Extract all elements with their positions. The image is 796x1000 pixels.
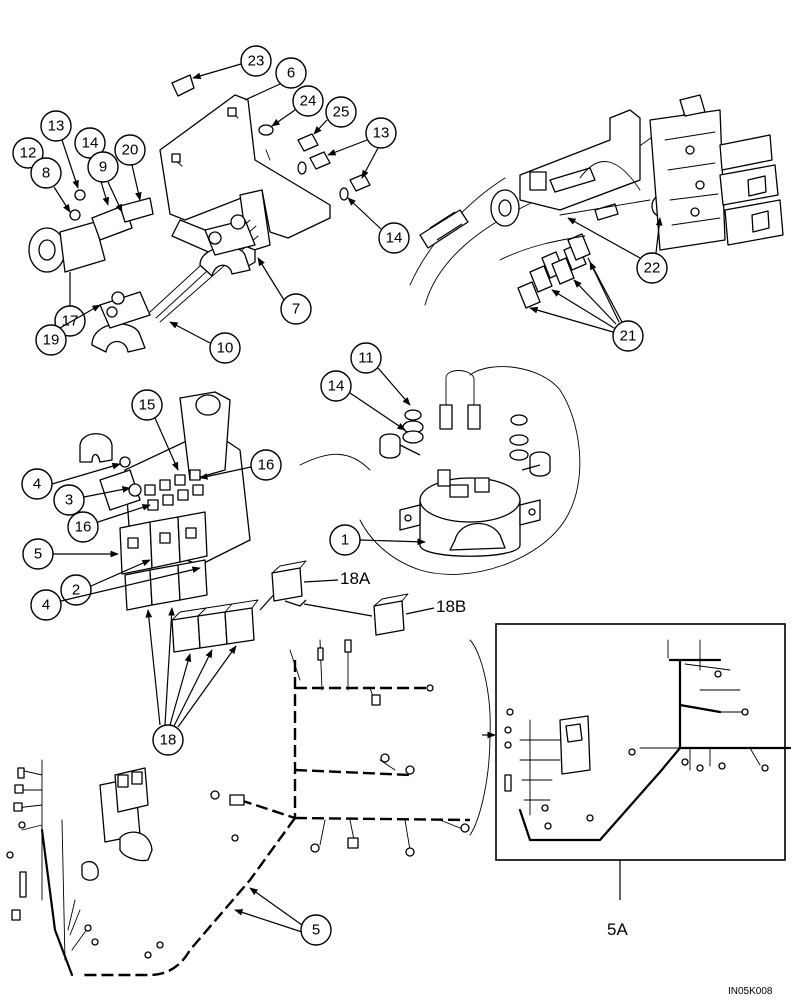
svg-text:14: 14: [386, 230, 403, 247]
svg-text:19: 19: [43, 332, 60, 349]
callout-8: 8: [30, 157, 62, 189]
label-5a: 5A: [607, 920, 628, 939]
callout-2: 2: [60, 574, 92, 606]
callout-5-top: 5: [22, 538, 54, 570]
svg-text:16: 16: [75, 519, 92, 536]
callout-20: 20: [114, 134, 146, 166]
callout-1: 1: [329, 524, 361, 556]
relay-18b: [373, 593, 409, 636]
svg-text:2: 2: [72, 582, 80, 599]
svg-text:9: 9: [99, 159, 107, 176]
svg-text:12: 12: [20, 145, 37, 162]
svg-text:20: 20: [122, 142, 139, 159]
callout-19: 19: [35, 324, 67, 356]
wiring-harness: [6, 639, 471, 977]
solenoid-detail: [299, 366, 581, 575]
callout-14-left: 14: [74, 127, 106, 159]
callout-25: 25: [325, 96, 357, 128]
label-18a: 18A: [340, 569, 371, 588]
callout-21: 21: [612, 320, 644, 352]
svg-text:4: 4: [42, 597, 50, 614]
callout-13-right: 13: [365, 117, 397, 149]
callout-18: 18: [152, 724, 184, 756]
callout-15: 15: [131, 389, 163, 421]
callout-13-left: 13: [40, 110, 72, 142]
svg-text:18: 18: [160, 732, 177, 749]
callout-23: 23: [240, 45, 272, 77]
svg-text:16: 16: [258, 457, 275, 474]
svg-text:14: 14: [328, 378, 345, 395]
bracket-assembly: [28, 74, 371, 353]
callout-6: 6: [275, 57, 307, 89]
callout-14-right: 14: [378, 222, 410, 254]
figure-reference: IN05K008: [728, 986, 773, 997]
callout-4-top: 4: [21, 468, 53, 500]
svg-text:6: 6: [287, 65, 295, 82]
callout-10: 10: [209, 332, 241, 364]
callout-16-right: 16: [250, 449, 282, 481]
svg-text:22: 22: [644, 260, 661, 277]
svg-text:8: 8: [42, 165, 50, 182]
callout-3: 3: [53, 484, 85, 516]
svg-text:5: 5: [34, 546, 42, 563]
svg-text:25: 25: [333, 104, 350, 121]
svg-text:17: 17: [62, 313, 79, 330]
callout-14-mid: 14: [320, 370, 352, 402]
svg-text:21: 21: [620, 328, 637, 345]
svg-text:5: 5: [312, 922, 320, 939]
svg-text:4: 4: [33, 476, 41, 493]
callout-4-bottom: 4: [30, 589, 62, 621]
svg-text:24: 24: [300, 93, 317, 110]
callout-7: 7: [280, 293, 312, 325]
svg-text:23: 23: [248, 53, 265, 70]
svg-text:14: 14: [82, 135, 99, 152]
callout-11: 11: [350, 342, 382, 374]
fuse-group: [499, 233, 591, 309]
svg-text:3: 3: [65, 492, 73, 509]
callout-12: 12: [12, 137, 44, 169]
callout-24: 24: [292, 85, 324, 117]
detail-5a-box: [495, 623, 792, 861]
svg-text:7: 7: [292, 301, 300, 318]
svg-text:13: 13: [48, 118, 65, 135]
svg-text:1: 1: [341, 532, 349, 549]
svg-text:10: 10: [217, 340, 234, 357]
relay-18a: [271, 560, 307, 607]
callout-16-left: 16: [67, 511, 99, 543]
relay-panel: [79, 391, 259, 653]
callout-9: 9: [87, 151, 119, 183]
installed-view: [409, 94, 784, 309]
svg-text:11: 11: [358, 350, 374, 367]
callout-22: 22: [636, 252, 668, 284]
svg-text:13: 13: [373, 125, 390, 142]
callout-5-bottom: 5: [300, 914, 332, 946]
svg-text:15: 15: [139, 397, 156, 414]
label-18b: 18B: [436, 597, 466, 616]
